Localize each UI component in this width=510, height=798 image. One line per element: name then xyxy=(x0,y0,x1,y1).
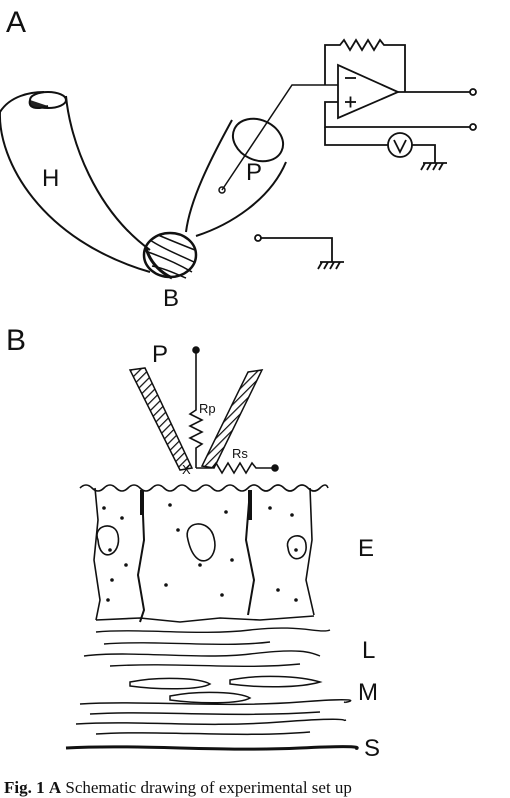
bulb-b xyxy=(142,231,198,280)
resistor-rp xyxy=(188,346,204,468)
label-b: B xyxy=(163,285,179,312)
pipette xyxy=(128,367,264,471)
muscle-layer xyxy=(75,675,352,736)
caption-fig-number: Fig. 1 xyxy=(4,778,45,797)
label-l: L xyxy=(362,637,375,664)
tube-p xyxy=(185,117,287,237)
epithelium-dots xyxy=(102,503,298,602)
label-s: S xyxy=(364,735,380,762)
figure-caption: Fig. 1 A Schematic drawing of experiment… xyxy=(4,778,510,798)
label-m: M xyxy=(358,679,378,706)
electrode-wire xyxy=(218,84,338,194)
resistor-rs xyxy=(196,461,279,475)
label-p-pipette: P xyxy=(152,341,168,368)
reference-ground xyxy=(254,234,344,270)
voltmeter xyxy=(324,127,447,171)
label-rs: Rs xyxy=(232,446,248,461)
amplifier xyxy=(324,38,477,131)
label-p: P xyxy=(246,159,262,186)
tube-h xyxy=(0,91,151,273)
serosa-layer xyxy=(65,745,359,751)
label-rp: Rp xyxy=(199,401,216,416)
label-e: E xyxy=(358,535,374,562)
panel-b-label: B xyxy=(6,324,26,357)
panel-a-label: A xyxy=(6,6,26,39)
lamina-layer xyxy=(83,627,331,668)
label-x: X xyxy=(182,462,191,477)
label-h: H xyxy=(42,165,59,192)
caption-text: Schematic drawing of experimental set up xyxy=(65,778,352,797)
epithelium-layer xyxy=(79,484,329,623)
caption-panel-ref: A xyxy=(48,778,62,797)
